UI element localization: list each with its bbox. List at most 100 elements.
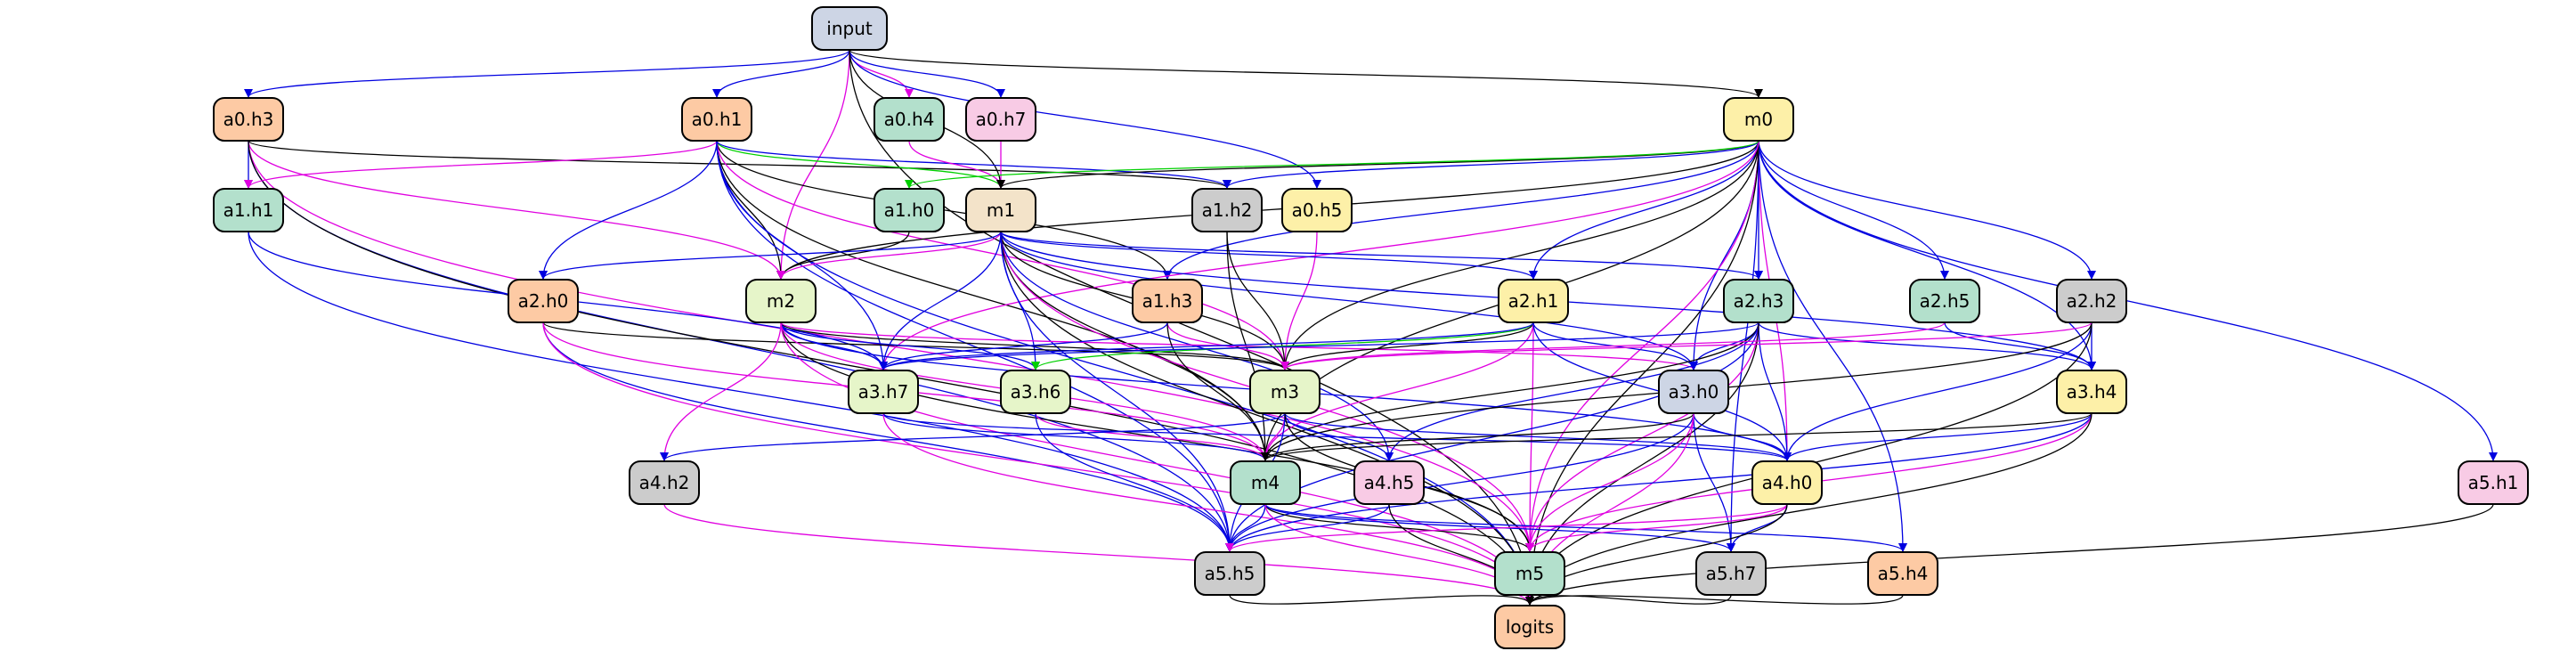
node-box-a0-h1 [681, 97, 752, 142]
edge-m4-to-a5-h4 [1264, 503, 1907, 552]
node-box-a4-h2 [629, 460, 700, 505]
node-box-m1 [965, 188, 1036, 232]
edge-a0-h1-to-a1-h2 [716, 140, 1231, 189]
node-a2-h0: a2.h0 [508, 279, 579, 323]
edge-a1-h3-to-m4 [1166, 321, 1270, 461]
node-a3-h7: a3.h7 [848, 370, 919, 414]
edge-m0-to-a3-h7 [879, 140, 1759, 370]
edge-a0-h3-to-m2 [248, 140, 785, 280]
node-box-a2-h0 [508, 279, 579, 323]
edge-a0-h1-to-m1 [716, 140, 1005, 189]
node-label-a3-h4: a3.h4 [2067, 381, 2117, 403]
node-box-a1-h3 [1132, 279, 1203, 323]
node-label-a0-h4: a0.h4 [884, 109, 935, 130]
edges-layer [244, 49, 2498, 606]
node-a4-h5: a4.h5 [1353, 460, 1425, 505]
node-a0-h3: a0.h3 [213, 97, 284, 142]
edge-a3-h6-to-a5-h5 [1035, 412, 1234, 552]
edge-m0-to-a3-h0 [1689, 140, 1759, 370]
node-box-a1-h2 [1191, 188, 1263, 232]
edge-m3-to-a4-h2 [660, 412, 1286, 461]
edge-input-to-a0-h5 [849, 49, 1321, 189]
node-m0: m0 [1723, 97, 1794, 142]
node-m1: m1 [965, 188, 1036, 232]
edge-m0-to-a2-h1 [1529, 140, 1759, 280]
node-a0-h1: a0.h1 [681, 97, 752, 142]
edge-a3-h4-to-m4 [1261, 412, 2092, 461]
edge-m1-to-a3-h7 [879, 231, 1002, 370]
edge-a3-h4-to-logits [1525, 412, 2092, 606]
node-box-a5-h1 [2458, 460, 2529, 505]
node-label-a0-h1: a0.h1 [692, 109, 743, 130]
node-label-m3: m3 [1271, 381, 1299, 403]
edge-m0-to-m1 [996, 140, 1759, 189]
edge-a0-h1-to-m3 [716, 140, 1289, 370]
node-m4: m4 [1230, 460, 1301, 505]
edge-a2-h2-to-a4-h0 [1783, 321, 2092, 461]
edge-m0-to-a2-h2 [1758, 140, 2096, 280]
edge-m0-to-a5-h4 [1758, 140, 1907, 552]
node-a2-h2: a2.h2 [2056, 279, 2127, 323]
edge-a0-h1-to-a2-h0 [539, 140, 718, 280]
node-box-a3-h7 [848, 370, 919, 414]
edge-a2-h2-to-m3 [1280, 321, 2092, 370]
edge-input-to-a0-h7 [849, 49, 1005, 98]
edge-a2-h1-to-a3-h6 [1031, 321, 1534, 370]
edge-a2-h3-to-m4 [1261, 321, 1759, 461]
node-box-a2-h5 [1909, 279, 1980, 323]
node-label-a1-h3: a1.h3 [1142, 290, 1193, 312]
node-label-a5-h5: a5.h5 [1205, 563, 1255, 584]
node-a5-h5: a5.h5 [1194, 551, 1265, 596]
node-label-a5-h7: a5.h7 [1706, 563, 1757, 584]
node-box-a0-h4 [874, 97, 945, 142]
node-a3-h6: a3.h6 [1000, 370, 1071, 414]
node-label-logits: logits [1506, 616, 1554, 638]
edge-m1-to-a5-h5 [1000, 231, 1234, 552]
node-a2-h5: a2.h5 [1909, 279, 1980, 323]
node-box-a2-h3 [1723, 279, 1794, 323]
node-label-a3-h0: a3.h0 [1669, 381, 1719, 403]
node-box-logits [1494, 605, 1565, 649]
node-box-a5-h7 [1695, 551, 1767, 596]
edge-a0-h4-to-m1 [908, 140, 1005, 189]
node-box-a0-h3 [213, 97, 284, 142]
node-label-a1-h1: a1.h1 [223, 199, 274, 221]
node-a4-h2: a4.h2 [629, 460, 700, 505]
edge-m0-to-a1-h2 [1223, 140, 1759, 189]
node-box-a2-h2 [2056, 279, 2127, 323]
node-label-a3-h7: a3.h7 [858, 381, 909, 403]
edge-m1-to-a2-h0 [539, 231, 1002, 280]
node-a2-h1: a2.h1 [1498, 279, 1569, 323]
edge-m3-to-a4-h0 [1284, 412, 1792, 461]
edge-a3-h4-to-a5-h5 [1225, 412, 2092, 552]
node-m2: m2 [745, 279, 817, 323]
node-box-a5-h5 [1194, 551, 1265, 596]
edge-input-to-m2 [776, 49, 850, 280]
node-label-a0-h5: a0.h5 [1292, 199, 1343, 221]
node-label-a3-h6: a3.h6 [1011, 381, 1061, 403]
node-label-a2-h1: a2.h1 [1508, 290, 1559, 312]
node-box-m2 [745, 279, 817, 323]
edge-m2-to-a4-h2 [660, 321, 782, 461]
node-label-a0-h3: a0.h3 [223, 109, 274, 130]
edge-m0-to-m3 [1280, 140, 1759, 370]
node-box-a1-h1 [213, 188, 284, 232]
edge-m1-to-logits [1000, 231, 1534, 606]
edge-a2-h3-to-a3-h4 [1758, 321, 2096, 370]
node-label-a5-h4: a5.h4 [1878, 563, 1929, 584]
edge-a0-h1-to-a1-h1 [244, 140, 718, 189]
node-label-m0: m0 [1744, 109, 1773, 130]
node-box-m4 [1230, 460, 1301, 505]
edge-m1-to-m2 [776, 231, 1002, 280]
edge-a5-h1-to-logits [1525, 503, 2494, 606]
edge-a2-h1-to-m3 [1280, 321, 1534, 370]
node-a1-h2: a1.h2 [1191, 188, 1263, 232]
node-input: input [811, 6, 888, 51]
edge-a3-h7-to-logits [882, 412, 1534, 606]
edge-a2-h3-to-a3-h7 [879, 321, 1759, 370]
node-box-a2-h1 [1498, 279, 1569, 323]
node-a2-h3: a2.h3 [1723, 279, 1794, 323]
node-box-a3-h0 [1658, 370, 1729, 414]
node-label-a2-h2: a2.h2 [2067, 290, 2117, 312]
